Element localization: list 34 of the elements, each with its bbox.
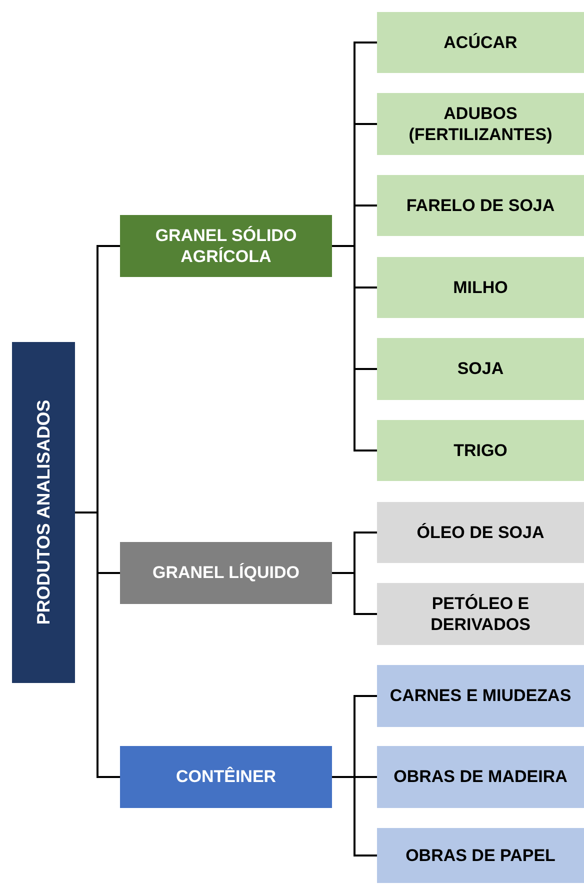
node-label: FARELO DE SOJA — [406, 194, 555, 216]
category-box — [377, 175, 584, 236]
category-box — [377, 746, 584, 808]
node-label: ACÚCAR — [444, 32, 518, 54]
category-box — [377, 665, 584, 727]
category-box — [377, 257, 584, 318]
category-box — [377, 93, 584, 155]
category-box — [377, 12, 584, 73]
node-label: OBRAS DE MADEIRA — [394, 766, 568, 788]
node-label: GRANEL SÓLIDO AGRÍCOLA — [154, 224, 298, 268]
category-box — [120, 542, 332, 604]
node-label: PETÓLEO E DERIVADOS — [430, 592, 532, 636]
connector-line — [332, 776, 377, 856]
node-label: GRANEL LÍQUIDO — [152, 562, 300, 584]
category-box — [120, 746, 332, 808]
category-box — [377, 420, 584, 481]
node-label: MILHO — [453, 276, 508, 298]
category-box — [120, 215, 332, 277]
connector-line — [75, 512, 120, 778]
category-box — [377, 828, 584, 883]
connector-line — [332, 245, 377, 452]
node-label: TRIGO — [454, 440, 508, 462]
node-label: ADUBOS (FERTILIZANTES) — [408, 102, 554, 146]
category-box — [377, 583, 584, 645]
node-label: OBRAS DE PAPEL — [406, 844, 556, 866]
root-box — [12, 342, 75, 683]
category-box — [377, 502, 584, 563]
category-box — [377, 338, 584, 400]
node-label: ÓLEO DE SOJA — [416, 522, 544, 544]
node-label: CONTÊINER — [176, 766, 276, 788]
connector-line — [332, 572, 377, 615]
node-label: PRODUTOS ANALISADOS — [32, 400, 54, 626]
node-label: SOJA — [457, 358, 504, 380]
node-label: CARNES E MIUDEZAS — [390, 685, 572, 707]
